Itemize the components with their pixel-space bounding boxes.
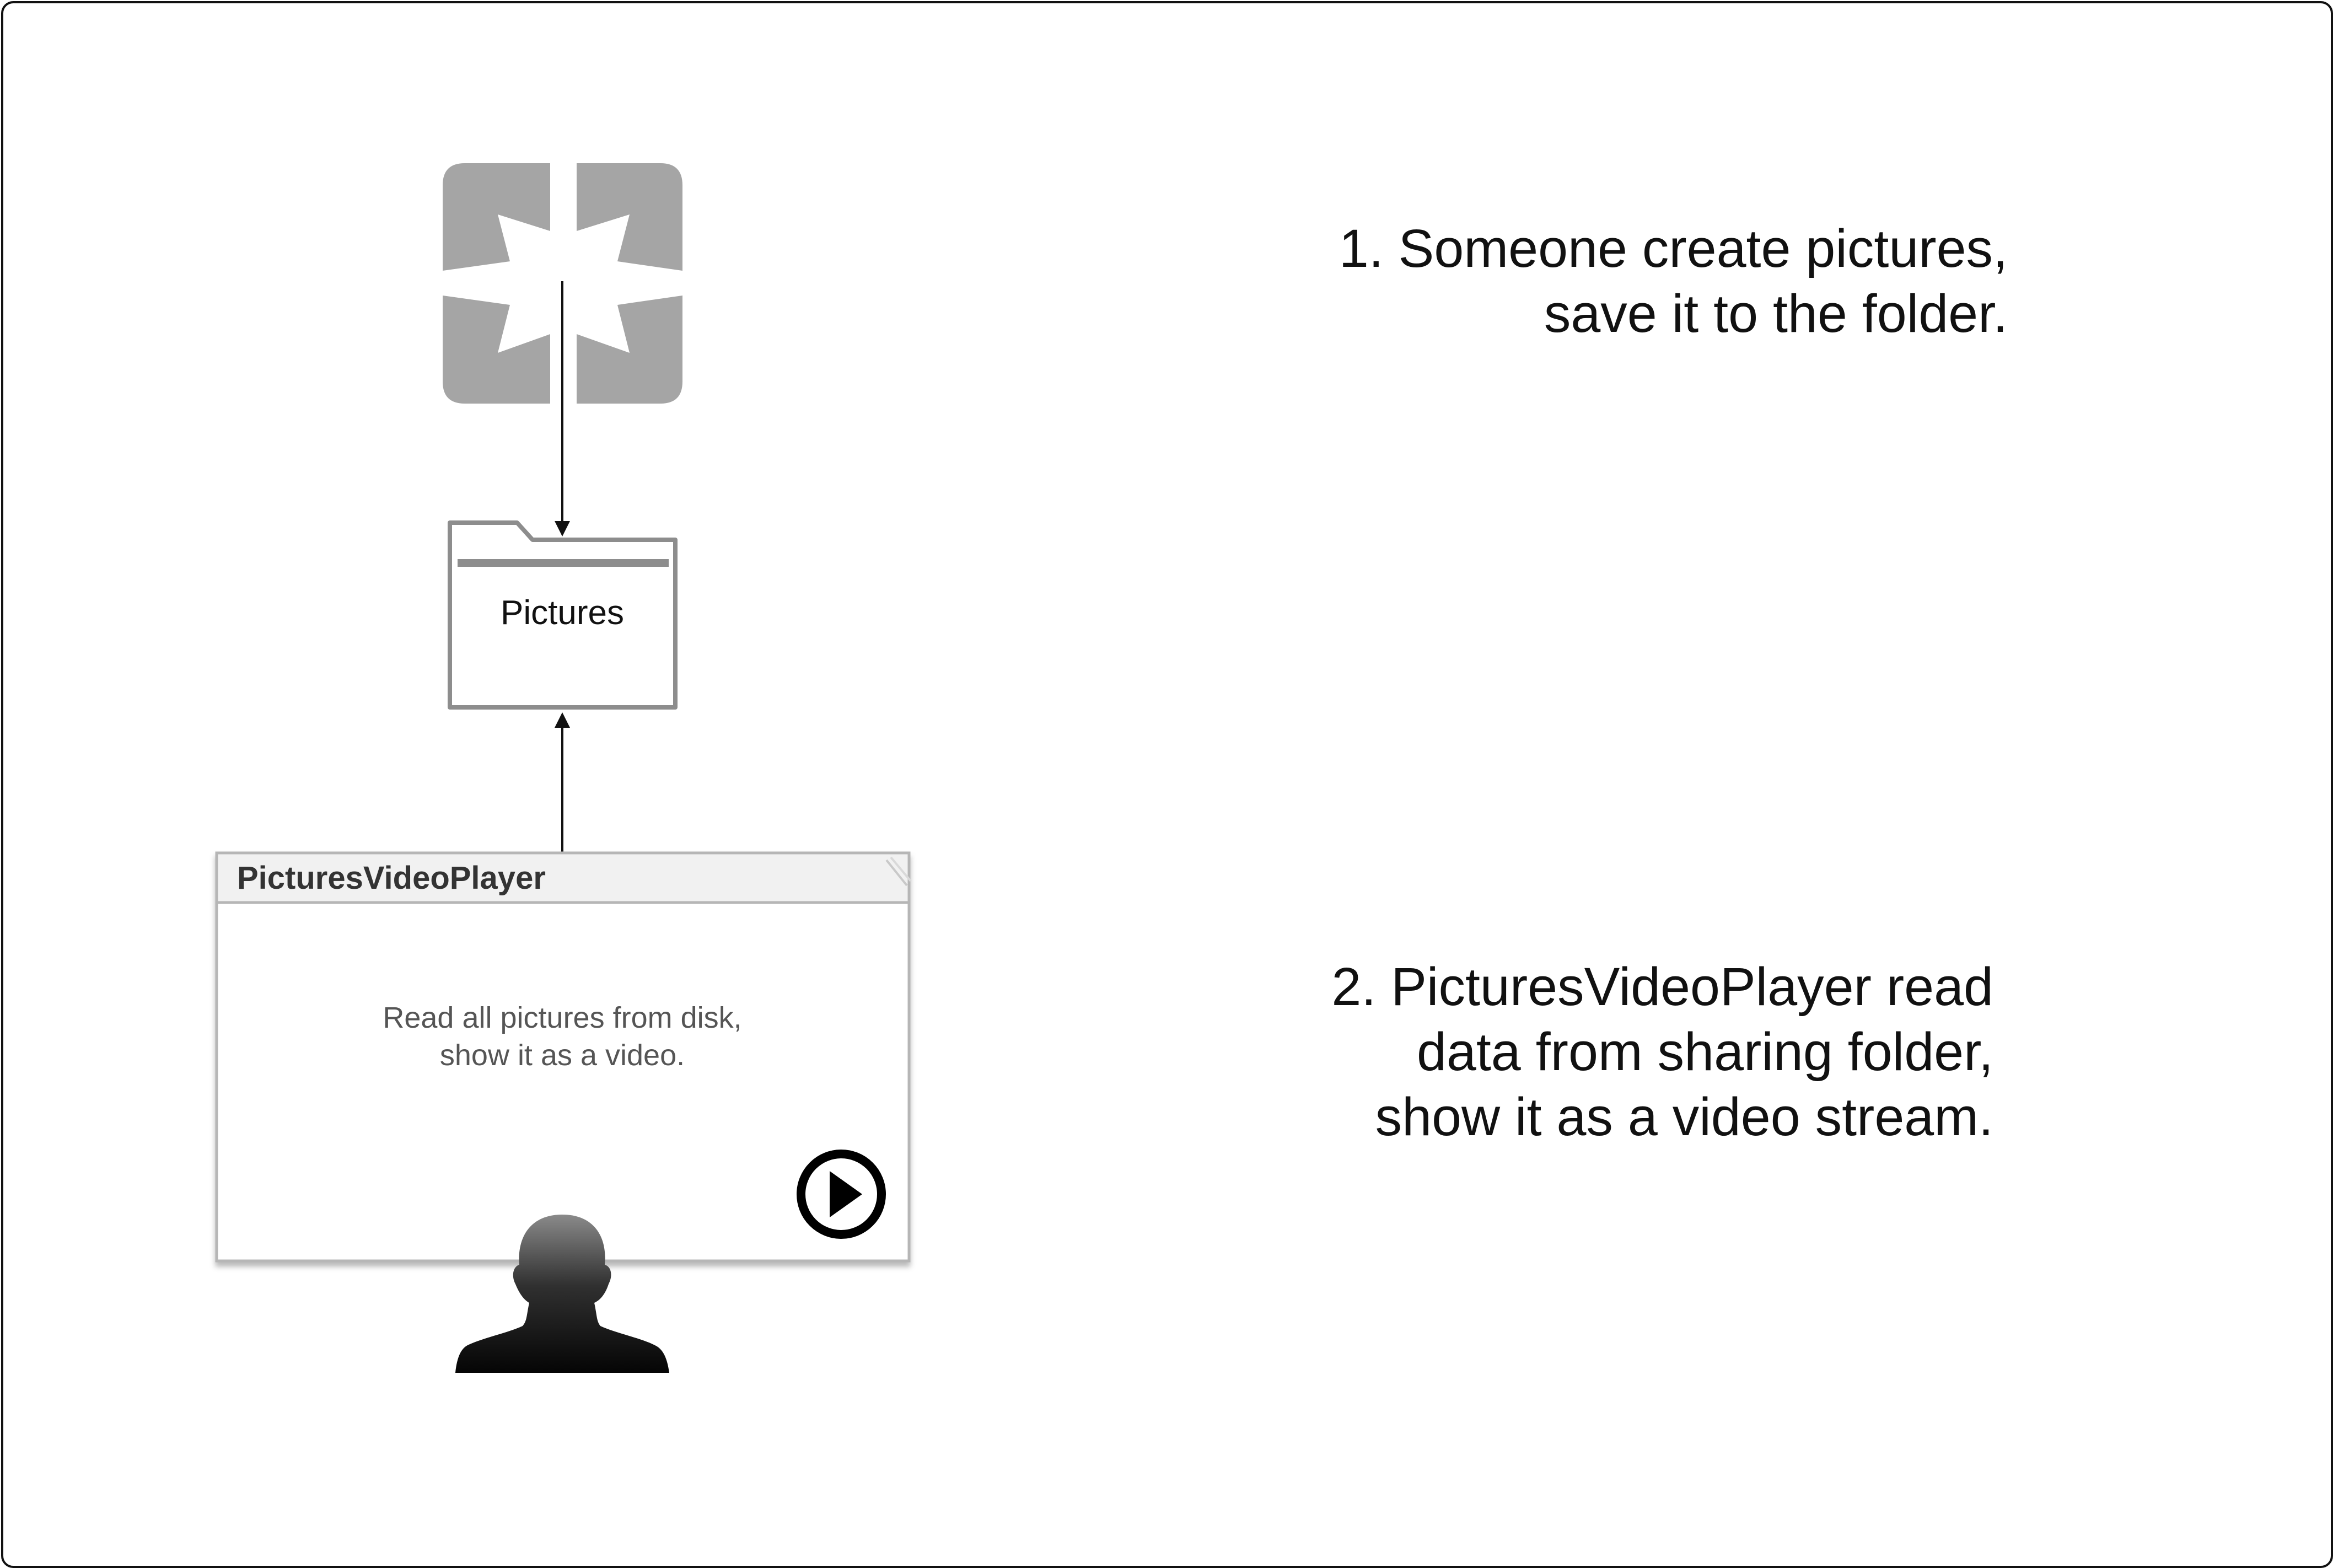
step-2-line: data from sharing folder,: [1416, 1022, 1993, 1082]
step-1-text: 1. Someone create pictures, save it to t…: [1240, 216, 2008, 346]
folder-icon: [448, 520, 678, 710]
step-2-text: 2. PicturesVideoPlayer read data from sh…: [1185, 954, 1993, 1150]
player-description-line: Read all pictures from disk,: [383, 1001, 742, 1034]
player-description-line: show it as a video.: [439, 1039, 685, 1072]
player-description: Read all pictures from disk, show it as …: [218, 999, 907, 1074]
play-icon[interactable]: [797, 1150, 886, 1239]
step-1-line: save it to the folder.: [1544, 283, 2008, 343]
step-2-line: show it as a video stream.: [1375, 1087, 1993, 1147]
player-window: [215, 851, 912, 1263]
folder-label: Pictures: [501, 594, 624, 632]
step-2-line: 2. PicturesVideoPlayer read: [1331, 957, 1993, 1017]
user-silhouette-icon: [455, 1215, 669, 1373]
player-window-title: PicturesVideoPlayer: [237, 860, 546, 896]
step-1-line: 1. Someone create pictures,: [1338, 218, 2008, 278]
